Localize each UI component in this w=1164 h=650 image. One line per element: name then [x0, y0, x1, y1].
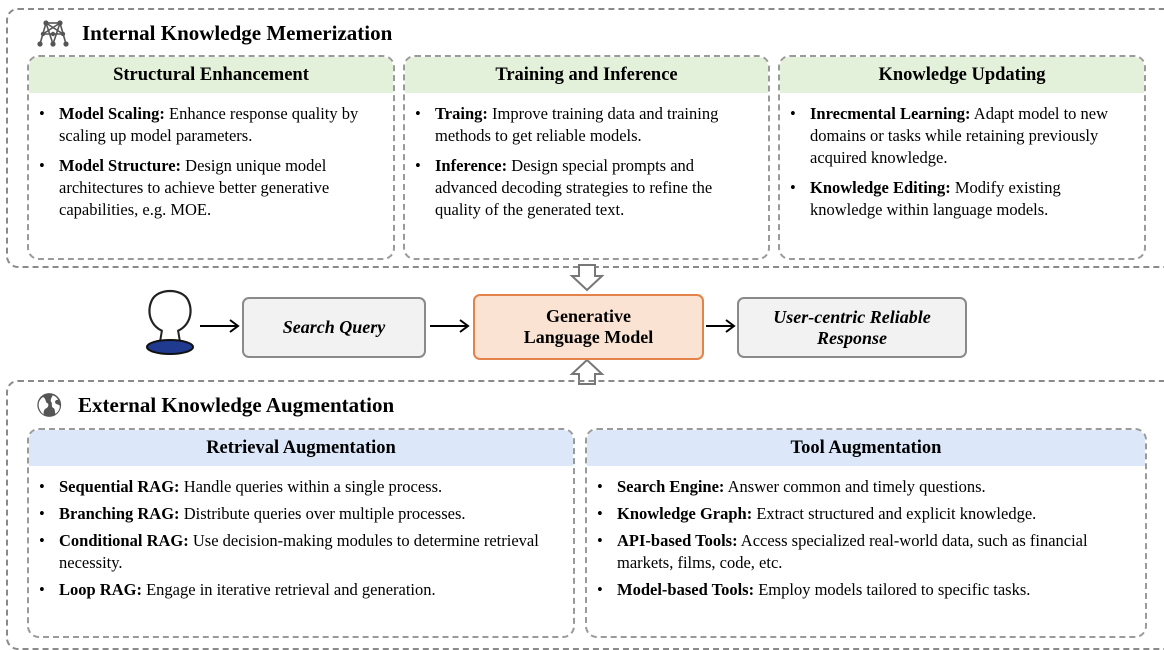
item-term: Traing: — [435, 104, 488, 123]
external-title-text: External Knowledge Augmentation — [78, 392, 395, 417]
retrieval-augmentation-card: Retrieval Augmentation Sequential RAG: H… — [27, 428, 575, 638]
item-term: API-based Tools: — [617, 531, 738, 550]
list-item: Search Engine: Answer common and timely … — [597, 476, 1133, 498]
item-text: Employ models tailored to specific tasks… — [758, 580, 1031, 599]
item-term: Inrecmental Learning: — [810, 104, 971, 123]
list-item: Model Scaling: Enhance response quality … — [39, 103, 381, 147]
item-text: Answer common and timely questions. — [727, 477, 986, 496]
training-inference-card: Training and Inference Traing: Improve t… — [403, 55, 770, 260]
card-heading: Tool Augmentation — [587, 430, 1145, 466]
item-text: Adapt model to new domains or tasks whil… — [810, 104, 1109, 167]
search-query-box: Search Query — [242, 297, 426, 358]
item-text: Distribute queries over multiple process… — [183, 504, 466, 523]
internal-section-title: Internal Knowledge Memerization — [36, 18, 392, 48]
list-item: Loop RAG: Engage in iterative retrieval … — [39, 579, 561, 601]
llm-label-line1: Generative — [546, 306, 631, 326]
search-query-label: Search Query — [282, 317, 386, 337]
item-text: Handle queries within a single process. — [183, 477, 443, 496]
card-heading: Knowledge Updating — [780, 57, 1144, 93]
internal-title-text: Internal Knowledge Memerization — [82, 20, 393, 45]
item-term: Sequential RAG: — [59, 477, 180, 496]
list-item: Conditional RAG: Use decision-making mod… — [39, 530, 561, 574]
external-section-title: External Knowledge Augmentation — [36, 390, 394, 420]
response-label-line2: Response — [816, 327, 887, 348]
list-item: Inference: Design special prompts and ad… — [415, 155, 756, 221]
llm-label-line2: Language Model — [523, 327, 654, 347]
item-term: Branching RAG: — [59, 504, 180, 523]
globe-icon — [37, 393, 62, 417]
card-heading: Retrieval Augmentation — [29, 430, 573, 466]
item-term: Knowledge Graph: — [617, 504, 753, 523]
list-item: Knowledge Graph: Extract structured and … — [597, 503, 1133, 525]
card-heading: Training and Inference — [405, 57, 768, 93]
list-item: Model Structure: Design unique model arc… — [39, 155, 381, 221]
item-term: Model Structure: — [59, 156, 182, 175]
list-item: Model-based Tools: Employ models tailore… — [597, 579, 1133, 601]
item-text: Extract structured and explicit knowledg… — [756, 504, 1037, 523]
hollow-arrow-up — [569, 358, 605, 385]
list-item: Branching RAG: Distribute queries over m… — [39, 503, 561, 525]
item-text: Improve training data and training metho… — [435, 104, 719, 145]
item-text: Use decision-making modules to determine… — [59, 531, 539, 572]
item-text: Engage in iterative retrieval and genera… — [146, 580, 436, 599]
item-text: Access specialized real-world data, such… — [617, 531, 1088, 572]
tool-augmentation-card: Tool Augmentation Search Engine: Answer … — [585, 428, 1147, 638]
neural-network-icon — [37, 20, 69, 47]
item-term: Model-based Tools: — [617, 580, 755, 599]
item-text: Enhance response quality by scaling up m… — [59, 104, 359, 145]
list-item: Sequential RAG: Handle queries within a … — [39, 476, 561, 498]
item-term: Search Engine: — [617, 477, 725, 496]
knowledge-updating-card: Knowledge Updating Inrecmental Learning:… — [778, 55, 1146, 260]
item-text: Design special prompts and advanced deco… — [435, 156, 713, 219]
structural-enhancement-card: Structural Enhancement Model Scaling: En… — [27, 55, 395, 260]
hollow-arrow-down — [569, 264, 605, 292]
item-text: Design unique model architectures to ach… — [59, 156, 330, 219]
list-item: Inrecmental Learning: Adapt model to new… — [790, 103, 1132, 169]
item-text: Modify existing knowledge within languag… — [810, 178, 1061, 219]
item-term: Inference: — [435, 156, 508, 175]
user-icon — [146, 289, 194, 355]
item-term: Conditional RAG: — [59, 531, 189, 550]
list-item: Traing: Improve training data and traini… — [415, 103, 756, 147]
item-term: Knowledge Editing: — [810, 178, 951, 197]
list-item: API-based Tools: Access specialized real… — [597, 530, 1133, 574]
card-heading: Structural Enhancement — [29, 57, 393, 93]
item-term: Loop RAG: — [59, 580, 142, 599]
item-term: Model Scaling: — [59, 104, 165, 123]
list-item: Knowledge Editing: Modify existing knowl… — [790, 177, 1132, 221]
response-label-line1: User-centric Reliable — [773, 306, 931, 327]
